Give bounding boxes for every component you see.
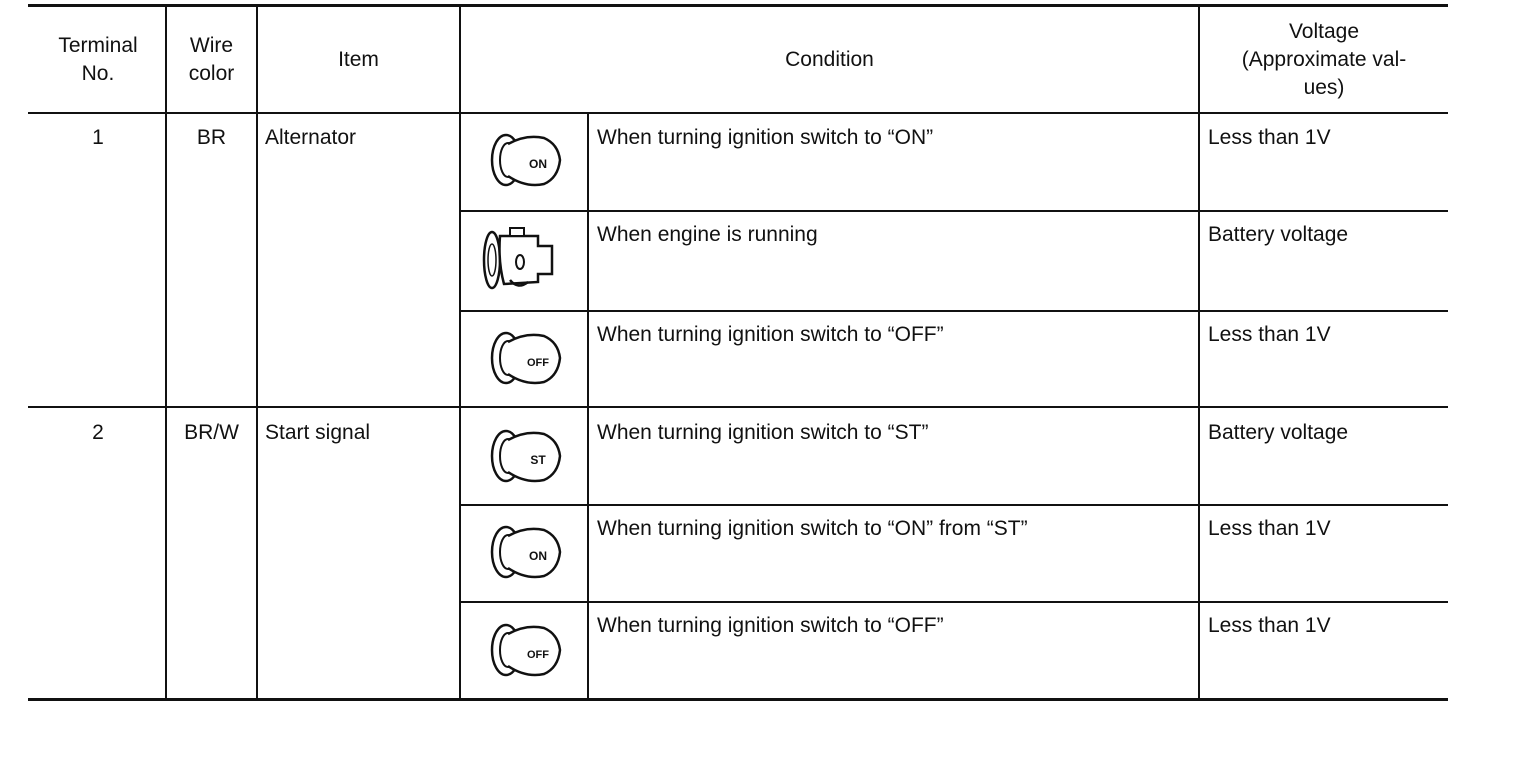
- header-voltage-line3: ues): [1303, 75, 1345, 99]
- wire-color: BR: [196, 126, 227, 149]
- group-divider: [28, 406, 1448, 408]
- header-bottom-rule: [28, 112, 1448, 114]
- key-position-label: OFF: [527, 649, 549, 661]
- condition-text: When engine is running: [597, 223, 818, 246]
- voltage-value: Less than 1V: [1208, 323, 1331, 346]
- condition-text: When turning ignition switch to “OFF”: [597, 614, 944, 637]
- voltage-value: Battery voltage: [1208, 223, 1349, 246]
- engine-running-icon: [480, 222, 560, 294]
- header-item: Item: [258, 7, 459, 112]
- terminal-number: 2: [92, 421, 104, 444]
- header-voltage: Voltage (Approximate val-ues): [1200, 7, 1448, 112]
- row-divider: [459, 504, 1448, 506]
- column-divider: [256, 6, 258, 700]
- condition-text: When turning ignition switch to “ON” fro…: [597, 517, 1028, 540]
- voltage-value: Battery voltage: [1208, 421, 1349, 444]
- key-position-label: ON: [529, 549, 547, 563]
- condition-text: When turning ignition switch to “ON”: [597, 126, 934, 149]
- row-divider: [459, 601, 1448, 603]
- ignition-key-on-icon: ON: [486, 516, 566, 588]
- header-wire-line1: Wire: [189, 33, 234, 57]
- row-divider: [459, 210, 1448, 212]
- header-item-label: Item: [338, 47, 379, 71]
- ignition-key-off-icon: OFF: [486, 322, 566, 394]
- item-name: Alternator: [265, 126, 357, 149]
- header-terminal-line1: Terminal: [58, 33, 138, 57]
- header-wire-color: Wire color: [167, 7, 256, 112]
- column-divider: [1198, 6, 1200, 700]
- ignition-key-off-icon: OFF: [486, 614, 566, 686]
- condition-text: When turning ignition switch to “OFF”: [597, 323, 944, 346]
- header-condition: Condition: [461, 7, 1198, 112]
- column-divider: [459, 6, 461, 700]
- voltage-value: Less than 1V: [1208, 517, 1331, 540]
- voltage-value: Less than 1V: [1208, 126, 1331, 149]
- row-divider: [459, 310, 1448, 312]
- voltage-value: Less than 1V: [1208, 614, 1331, 637]
- header-terminal-line2: No.: [81, 61, 115, 85]
- condition-text: When turning ignition switch to “ST”: [597, 421, 929, 444]
- column-divider: [165, 6, 167, 700]
- ignition-key-st-icon: ST: [486, 420, 566, 492]
- key-position-label: ON: [529, 157, 547, 171]
- header-voltage-line2: (Approximate val-: [1241, 47, 1407, 71]
- header-wire-line2: color: [188, 61, 235, 85]
- table-bottom-rule: [28, 698, 1448, 701]
- header-voltage-line1: Voltage: [1288, 19, 1360, 43]
- table-top-rule: [28, 4, 1448, 7]
- terminal-number: 1: [92, 126, 104, 149]
- wire-color: BR/W: [184, 421, 239, 444]
- column-divider: [587, 113, 589, 700]
- key-position-label: ST: [530, 453, 546, 467]
- header-condition-label: Condition: [785, 47, 874, 71]
- item-name: Start signal: [265, 421, 371, 444]
- key-position-label: OFF: [527, 357, 549, 369]
- ignition-key-on-icon: ON: [486, 124, 566, 196]
